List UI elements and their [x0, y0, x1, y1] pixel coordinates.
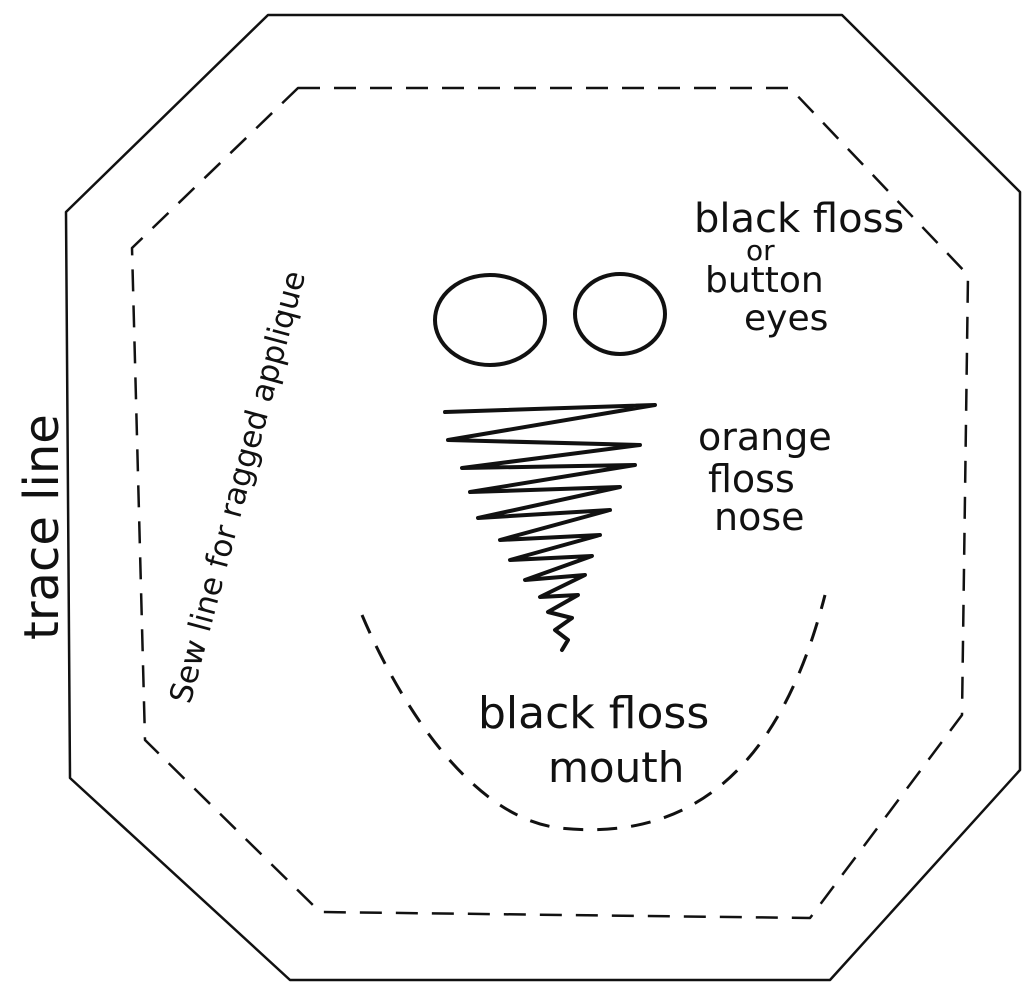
nose-label-line3: nose — [714, 495, 805, 539]
trace-line-label: trace line — [14, 414, 70, 640]
mouth-label-line2: mouth — [548, 743, 684, 792]
zigzag-nose — [445, 405, 655, 650]
eyes-label-line3: button — [705, 260, 824, 301]
mouth-label-line1: black floss — [478, 688, 709, 739]
right-eye — [575, 274, 665, 354]
left-eye — [435, 275, 545, 365]
eyes-label-line1: black floss — [694, 196, 904, 242]
sew-line-label: Sew line for ragged applique — [163, 267, 313, 707]
eyes-label-line4: eyes — [744, 298, 828, 339]
trace-outline — [66, 15, 1020, 980]
nose-label-line1: orange — [698, 415, 832, 459]
